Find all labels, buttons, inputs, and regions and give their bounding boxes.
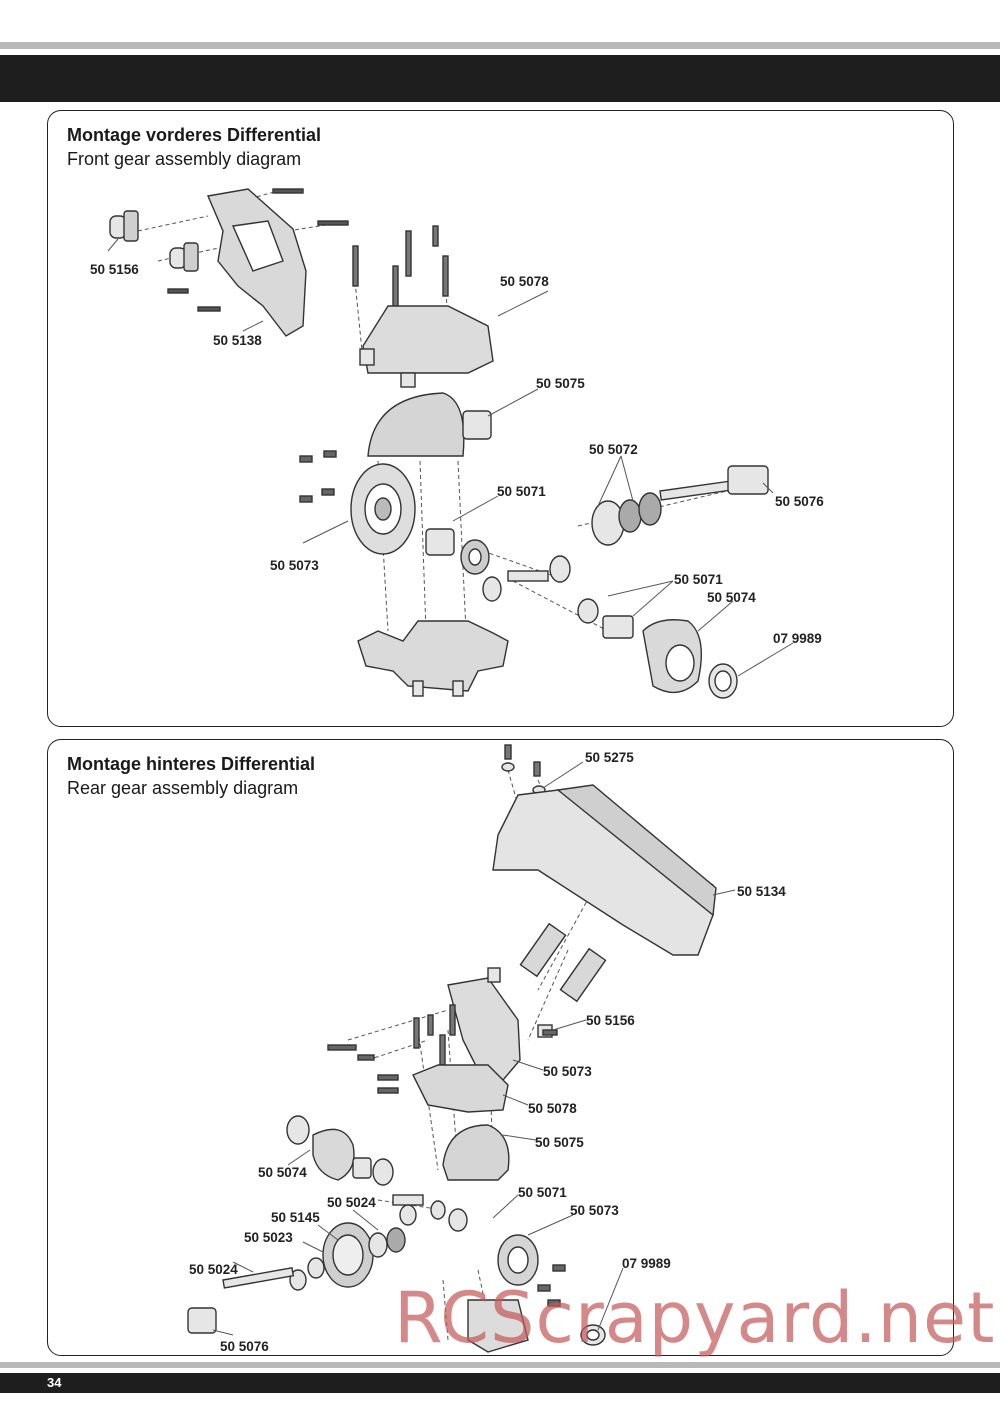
- rear-leader-lines: [212, 761, 736, 1336]
- footer-bar: [0, 1373, 1000, 1393]
- front-label-gear-box-top: 50 5078: [500, 274, 549, 289]
- front-label-spur-gear: 50 5073: [270, 558, 319, 573]
- bottom-rule: [0, 1362, 1000, 1368]
- rear-label-diff-cup: 50 5071: [518, 1185, 567, 1200]
- rear-parts: [187, 744, 717, 1353]
- front-label-drive-shaft: 50 5072: [589, 442, 638, 457]
- rear-label-gear-box: 50 5078: [528, 1101, 577, 1116]
- front-exploded-view: 50 5156 50 5138 50 5078 50 5075 50 5072 …: [90, 188, 824, 699]
- rear-label-diff-case: 50 5074: [258, 1165, 307, 1180]
- front-label-outdrive: 50 5076: [775, 494, 824, 509]
- rear-exploded-view: 50 5275 50 5134 50 5156 50 5073 50 5078 …: [187, 744, 786, 1354]
- front-parts: [109, 188, 769, 699]
- rear-label-shim-1: 50 5024: [327, 1195, 376, 1210]
- rear-label-gear: 50 5073: [570, 1203, 619, 1218]
- rear-label-wing: 50 5134: [737, 884, 786, 899]
- rear-label-outdrive: 50 5076: [220, 1339, 269, 1354]
- front-label-housing: 50 5075: [536, 376, 585, 391]
- top-rule: [0, 42, 1000, 49]
- front-label-diff-case: 50 5074: [707, 590, 756, 605]
- rear-label-bearing-set: 50 5023: [244, 1230, 293, 1245]
- front-label-ball-stud: 50 5156: [90, 262, 139, 277]
- front-leader-lines: [107, 238, 794, 677]
- front-diagram-panel: Montage vorderes Differential Front gear…: [47, 110, 954, 727]
- header-bar: [0, 55, 1000, 102]
- front-label-bearing: 07 9989: [773, 631, 822, 646]
- front-title-de: Montage vorderes Differential: [67, 125, 322, 145]
- rear-label-spur: 50 5145: [271, 1210, 320, 1225]
- front-label-diff-cup-2: 50 5071: [674, 572, 723, 587]
- rear-label-tower: 50 5073: [543, 1064, 592, 1079]
- rear-label-shim-2: 50 5024: [189, 1262, 238, 1277]
- front-label-shock-tower: 50 5138: [213, 333, 262, 348]
- rear-label-ball-stud: 50 5156: [586, 1013, 635, 1028]
- front-title-en: Front gear assembly diagram: [67, 149, 302, 169]
- rear-part-labels: 50 5275 50 5134 50 5156 50 5073 50 5078 …: [189, 750, 786, 1354]
- rear-label-wing-screw: 50 5275: [585, 750, 634, 765]
- front-label-diff-cup-1: 50 5071: [497, 484, 546, 499]
- rear-title-en: Rear gear assembly diagram: [67, 778, 299, 798]
- rear-label-bearing: 07 9989: [622, 1256, 671, 1271]
- watermark-text: RCScrapyard.net: [394, 1277, 996, 1359]
- rear-title-de: Montage hinteres Differential: [67, 754, 316, 774]
- page-number: 34: [47, 1375, 62, 1390]
- rear-label-housing: 50 5075: [535, 1135, 584, 1150]
- front-part-labels: 50 5156 50 5138 50 5078 50 5075 50 5072 …: [90, 262, 824, 646]
- rear-diagram-panel: Montage hinteres Differential Rear gear …: [47, 739, 954, 1356]
